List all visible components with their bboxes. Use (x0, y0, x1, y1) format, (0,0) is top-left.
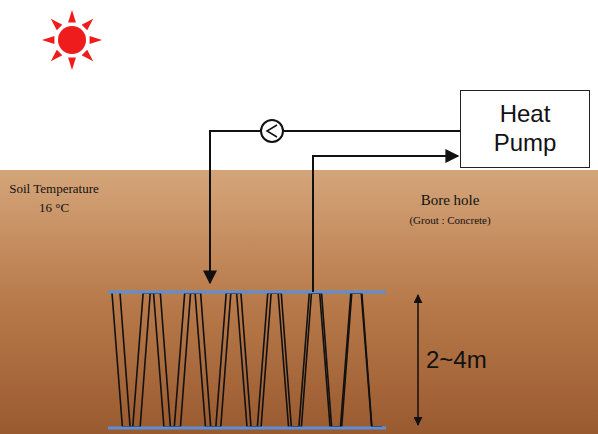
coil-top-plate (108, 291, 386, 294)
soil-temperature-note: Soil Temperature 16 °C (2, 180, 106, 218)
heat-pump-box: Heat Pump (460, 90, 590, 168)
ground-coil (112, 293, 382, 427)
sun-ray (90, 36, 102, 44)
grout-note: (Grout : Concrete) (382, 213, 518, 229)
borehole-label: Bore hole (400, 190, 500, 212)
node-title: Heat Pump (475, 100, 575, 158)
coil-strand (112, 293, 382, 427)
depth-dimension (417, 295, 419, 425)
sun-ray (51, 50, 63, 62)
pump-symbol (261, 120, 283, 142)
sun-ray (68, 10, 76, 22)
sun-icon (42, 10, 102, 70)
sun-ray (42, 36, 54, 44)
sun-ray (51, 19, 63, 31)
soil-ground (0, 170, 598, 434)
coil-strand (120, 293, 382, 427)
sun-disc (58, 26, 86, 54)
sun-ray (68, 58, 76, 70)
depth-dimension-text: 2~4m (426, 343, 526, 378)
sun-ray (82, 19, 94, 31)
pump-direction (267, 125, 277, 137)
coil-bottom-plate (108, 427, 386, 430)
sun-ray (82, 50, 94, 62)
